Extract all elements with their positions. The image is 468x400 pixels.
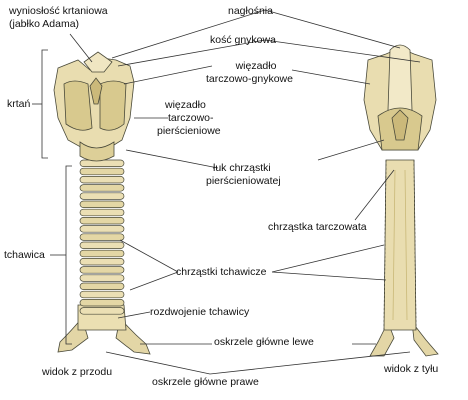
label-tracheal-bifurcation: rozdwojenie tchawicy — [150, 306, 250, 318]
tracheal-ring — [79, 282, 125, 290]
label-cricothyroid-ligament-1: więzadło — [165, 99, 206, 111]
tracheal-ring — [79, 241, 125, 249]
tracheal-ring — [79, 184, 125, 192]
back-trachea — [383, 159, 417, 331]
tracheal-ring — [79, 258, 125, 266]
tracheal-ring — [79, 192, 125, 200]
label-thyroid-cartilage: chrząstka tarczowata — [268, 221, 367, 233]
tracheal-ring — [79, 225, 125, 233]
label-adams-apple: (jabłko Adama) — [9, 18, 80, 30]
label-laryngeal-prominence: wyniosłość krtaniowa — [9, 5, 108, 17]
front-trachea — [79, 159, 125, 315]
tracheal-ring — [79, 200, 125, 208]
tracheal-ring — [79, 249, 125, 258]
back-view — [363, 44, 439, 357]
tracheal-ring — [79, 274, 125, 282]
label-cricothyroid-ligament-2: tarczowo- — [168, 112, 214, 124]
tracheal-ring — [79, 159, 125, 167]
back-larynx — [363, 44, 437, 151]
label-right-main-bronchus: oskrzele główne prawe — [152, 376, 259, 388]
tracheal-ring — [79, 290, 125, 299]
label-thyrohyoid-ligament-2: tarczowo-gnykowe — [206, 73, 293, 85]
label-trachea: tchawica — [4, 249, 45, 261]
tracheal-ring — [79, 233, 125, 241]
label-cricoid-arch-1: łuk chrząstki — [213, 162, 271, 174]
tracheal-ring — [79, 208, 125, 217]
front-view — [53, 51, 151, 355]
label-front-view: widok z przodu — [42, 366, 113, 378]
front-larynx — [53, 51, 135, 162]
label-larynx: krtań — [7, 98, 31, 110]
label-back-view: widok z tyłu — [384, 363, 439, 375]
label-epiglottis: nagłośnia — [228, 5, 273, 17]
label-tracheal-cartilages: chrząstki tchawicze — [176, 266, 267, 278]
label-thyrohyoid-ligament-1: więzadło — [235, 60, 277, 72]
label-hyoid-bone: kość gnykowa — [210, 34, 276, 46]
tracheal-ring — [79, 266, 125, 274]
tracheal-ring — [79, 307, 125, 315]
label-cricoid-arch-2: pierścieniowatej — [206, 175, 281, 187]
leader-lines — [32, 9, 421, 375]
label-cricothyroid-ligament-3: pierścieniowe — [157, 125, 221, 137]
tracheal-ring — [79, 167, 125, 176]
tracheal-ring — [79, 299, 125, 307]
tracheal-ring — [79, 217, 125, 225]
tracheal-ring — [79, 176, 125, 184]
label-left-main-bronchus: oskrzele główne lewe — [214, 336, 314, 348]
back-bronchi — [369, 320, 439, 357]
